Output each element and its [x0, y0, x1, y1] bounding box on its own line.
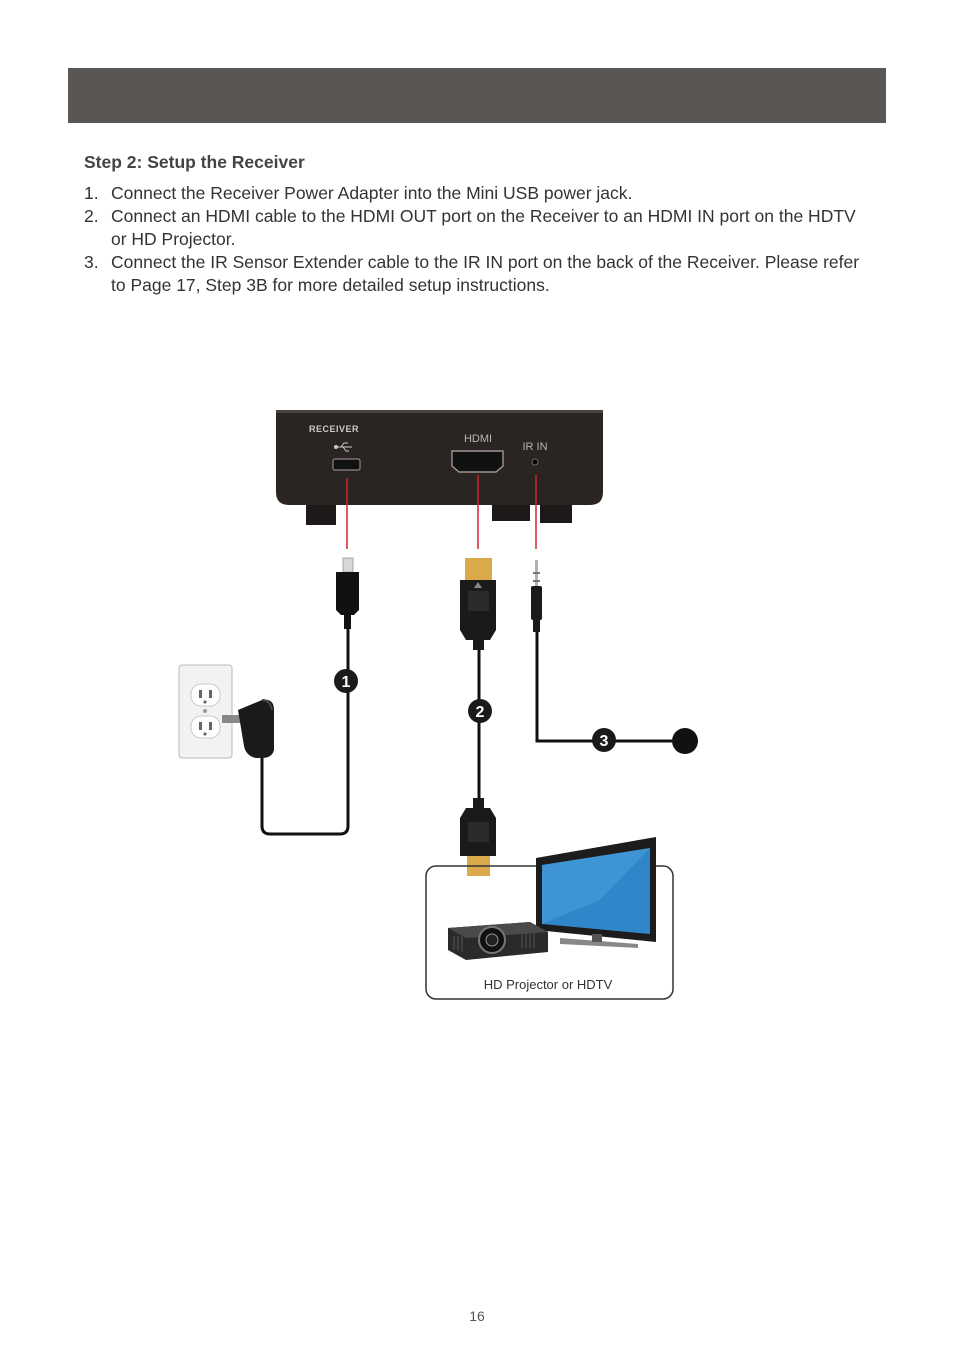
- hdtv-icon: [536, 837, 656, 948]
- step-title: Step 2: Setup the Receiver: [84, 152, 305, 172]
- header-bar: [68, 68, 886, 123]
- callout-1: 1: [334, 669, 358, 693]
- callout-number: 1: [342, 674, 351, 691]
- receiver-device: RECEIVER HDMI IR IN: [276, 410, 603, 525]
- item-text: Connect the IR Sensor Extender cable to …: [111, 252, 860, 295]
- ir-sensor-icon: [672, 728, 698, 754]
- display-caption: HD Projector or HDTV: [484, 977, 613, 992]
- hdmi-port-icon: [451, 450, 504, 473]
- callout-3: 3: [592, 728, 616, 752]
- page-number: 16: [469, 1308, 485, 1324]
- callout-number: 2: [476, 704, 485, 721]
- instruction-item: 1. Connect the Receiver Power Adapter in…: [84, 182, 874, 205]
- item-number: 1.: [84, 183, 99, 203]
- alignment-guide-lines: [346, 475, 537, 549]
- receiver-brand-label: RECEIVER: [309, 424, 359, 434]
- projector-icon: [448, 922, 548, 960]
- power-adapter-icon: [222, 699, 274, 758]
- instruction-item: 3. Connect the IR Sensor Extender cable …: [84, 251, 874, 297]
- instruction-list: 1. Connect the Receiver Power Adapter in…: [84, 182, 874, 297]
- hdmi-cable-top: [460, 558, 496, 800]
- callout-number: 3: [600, 733, 609, 750]
- wall-outlet-icon: [178, 664, 233, 759]
- item-number: 3.: [84, 252, 99, 272]
- callout-2: 2: [468, 699, 492, 723]
- item-text: Connect the Receiver Power Adapter into …: [111, 183, 633, 203]
- hdmi-port-label: HDMI: [464, 433, 492, 445]
- usb-symbol-icon: [334, 442, 352, 452]
- hdmi-cable-bottom: [460, 798, 496, 876]
- ir-sensor-cable: [531, 560, 698, 754]
- instruction-item: 2. Connect an HDMI cable to the HDMI OUT…: [84, 205, 874, 251]
- ir-port-icon: [531, 458, 539, 466]
- item-text: Connect an HDMI cable to the HDMI OUT po…: [111, 206, 856, 249]
- mini-usb-cable: [260, 557, 359, 836]
- mini-usb-port-icon: [332, 458, 361, 471]
- ir-in-port-label: IR IN: [522, 441, 547, 453]
- item-number: 2.: [84, 206, 99, 226]
